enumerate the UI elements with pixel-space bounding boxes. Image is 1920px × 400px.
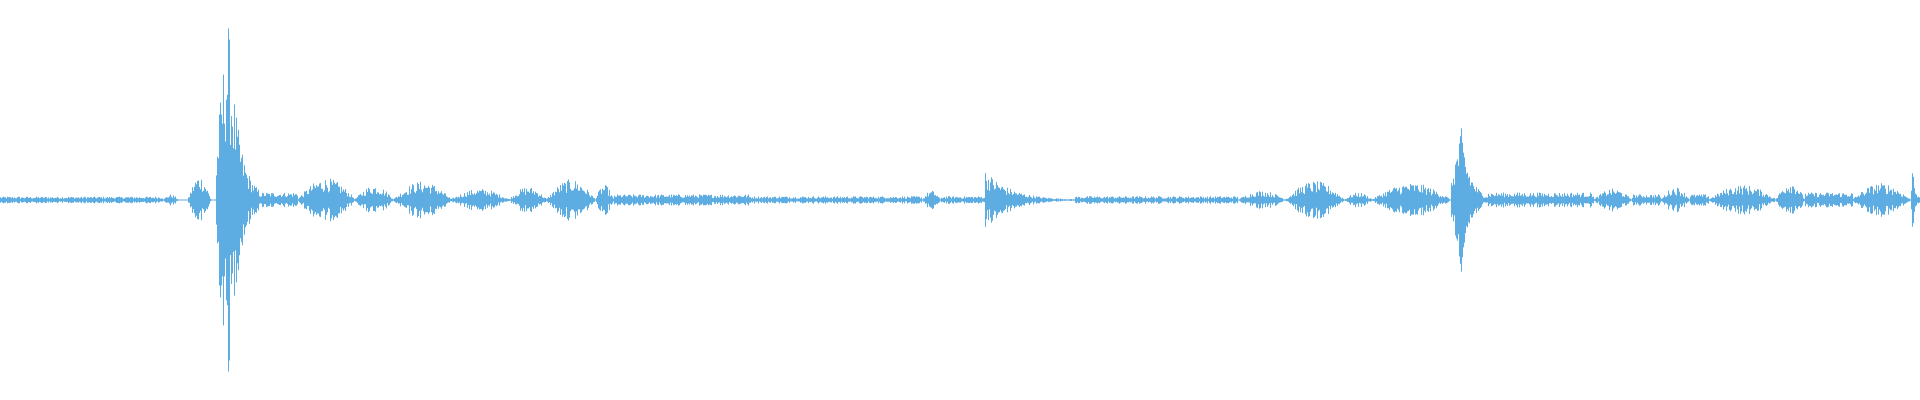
waveform-segment — [1075, 196, 1238, 204]
waveform-segment — [749, 196, 922, 204]
waveform-segment — [163, 194, 179, 206]
waveform-segment — [394, 181, 451, 219]
waveform-segment — [355, 187, 394, 213]
waveform-segment — [1373, 183, 1450, 217]
waveform-segment — [0, 196, 163, 204]
waveform-segment — [922, 191, 941, 209]
waveform-segment — [614, 194, 749, 206]
waveform-segment — [1690, 194, 1709, 206]
waveform-segment — [985, 173, 1075, 227]
waveform-segment — [451, 189, 509, 211]
waveform-segment — [1488, 192, 1594, 208]
waveform-segment — [259, 192, 298, 208]
waveform-segment — [1632, 194, 1661, 206]
waveform-segment — [1344, 192, 1373, 208]
waveform-segment — [1853, 183, 1910, 217]
waveform-segment — [1238, 191, 1286, 209]
waveform-segment — [1709, 185, 1776, 215]
waveform-segment — [1286, 181, 1344, 219]
waveform-segment — [1776, 186, 1805, 214]
waveform-segment — [1661, 187, 1690, 213]
waveform-bars — [0, 28, 1920, 372]
waveform-segment — [595, 185, 614, 215]
waveform-segment — [188, 179, 211, 221]
waveform-segment — [215, 28, 259, 372]
waveform-segment — [1805, 192, 1853, 208]
waveform-segment — [1450, 128, 1488, 272]
waveform-segment — [509, 188, 547, 212]
waveform-segment — [941, 196, 985, 204]
waveform-segment — [1594, 188, 1632, 212]
waveform-segment — [547, 179, 595, 221]
waveform-segment — [1910, 173, 1920, 227]
waveform-segment — [298, 178, 355, 222]
